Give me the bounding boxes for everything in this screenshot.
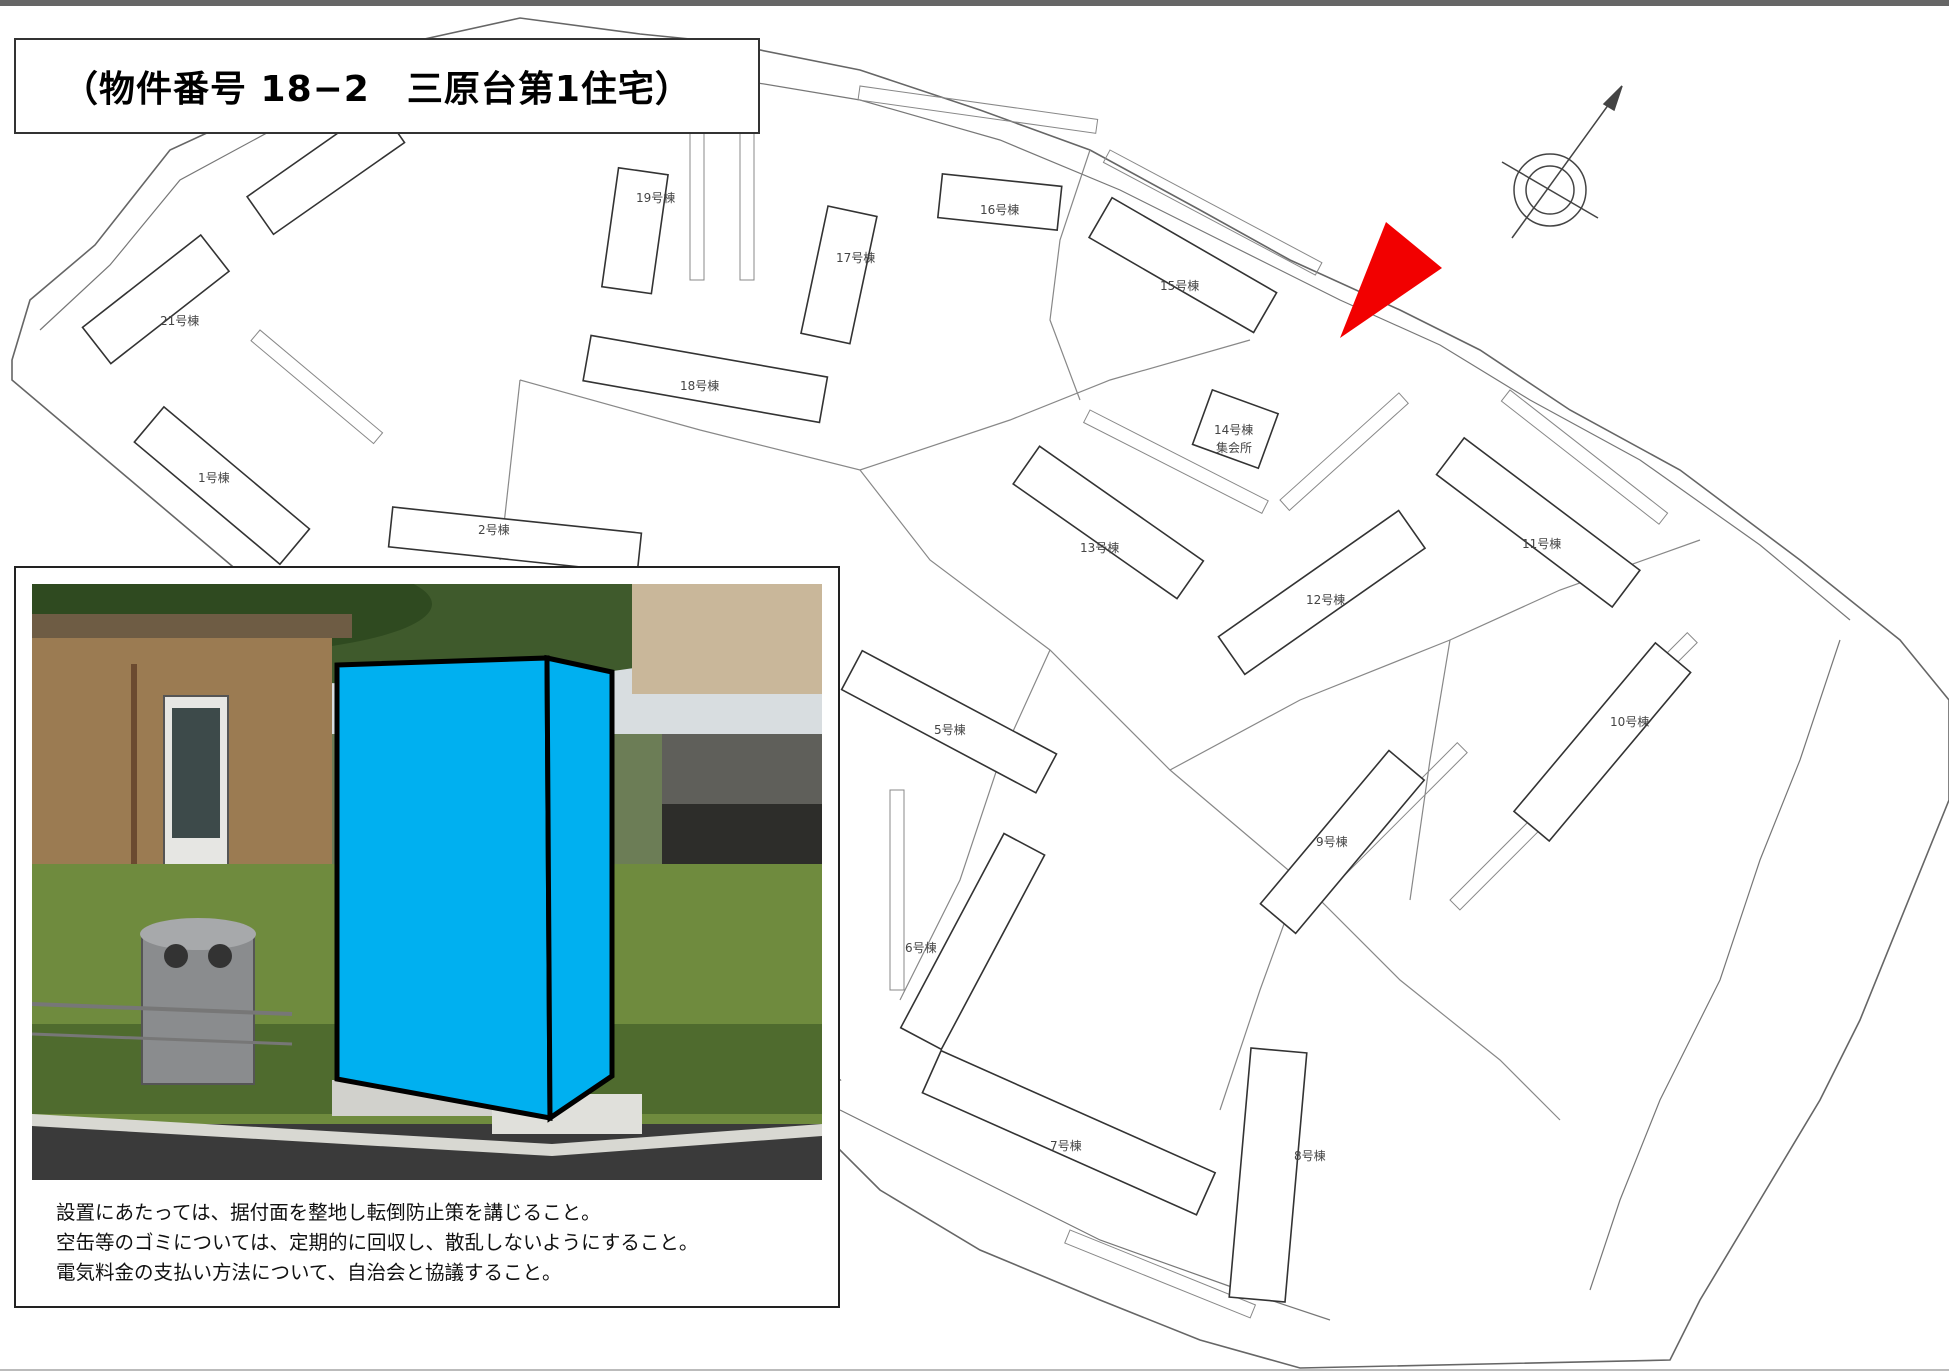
parking-8 xyxy=(739,129,755,281)
photo-card: 設置にあたっては、据付面を整地し転倒防止策を講じること。 空缶等のゴミについては… xyxy=(14,566,840,1308)
building-15 xyxy=(1087,196,1278,334)
note-line-3: 電気料金の支払い方法について、自治会と協議すること。 xyxy=(56,1261,562,1284)
road-d xyxy=(899,649,1051,1001)
parking-3 xyxy=(1500,389,1669,525)
parking-7 xyxy=(689,129,705,281)
east-road xyxy=(1589,639,1841,1291)
building-18 xyxy=(582,334,829,424)
label-b14-sub: 集会所 xyxy=(1216,440,1252,455)
building-10 xyxy=(1512,641,1692,843)
building-17 xyxy=(800,205,878,345)
road-f xyxy=(1409,639,1451,901)
parking-4 xyxy=(1082,409,1269,514)
label-b12: 12号棟 xyxy=(1306,592,1345,607)
label-b21: 21号棟 xyxy=(160,313,199,328)
building-16 xyxy=(936,172,1063,232)
road-i xyxy=(1299,879,1561,1121)
label-b17: 17号棟 xyxy=(836,250,875,265)
parking-2 xyxy=(1102,149,1323,276)
label-b8: 8号棟 xyxy=(1294,1148,1326,1163)
label-b15: 15号棟 xyxy=(1160,278,1199,293)
label-b6: 6号棟 xyxy=(905,940,937,955)
road-g xyxy=(1049,149,1091,401)
door-window xyxy=(172,708,220,838)
title-box: （物件番号 18−2 三原台第1住宅） xyxy=(14,38,760,134)
building-11 xyxy=(1435,436,1642,609)
bottom-rule xyxy=(0,1369,1949,1371)
building-13 xyxy=(1012,445,1205,600)
label-b13: 13号棟 xyxy=(1080,540,1119,555)
label-b18: 18号棟 xyxy=(680,378,719,393)
label-b10: 10号棟 xyxy=(1610,714,1649,729)
shed xyxy=(662,734,822,804)
page-title: （物件番号 18−2 三原台第1住宅） xyxy=(62,69,692,110)
site-boundary xyxy=(11,17,1949,1369)
parking-6 xyxy=(250,329,384,445)
building-6 xyxy=(899,832,1046,1051)
notes: 設置にあたっては、据付面を整地し転倒防止策を講じること。 空缶等のゴミについては… xyxy=(56,1198,836,1288)
label-b16: 16号棟 xyxy=(980,202,1019,217)
label-b9: 9号棟 xyxy=(1316,834,1348,849)
building-7 xyxy=(921,1049,1217,1216)
location-marker-icon xyxy=(1340,222,1442,338)
label-b7: 7号棟 xyxy=(1050,1138,1082,1153)
parking-13 xyxy=(1064,1229,1257,1319)
parking-5 xyxy=(1279,392,1409,512)
building-12 xyxy=(1217,509,1427,676)
north-arrow-icon xyxy=(1501,85,1623,239)
building-5 xyxy=(840,649,1058,794)
utility-roof xyxy=(32,614,352,638)
label-b5: 5号棟 xyxy=(934,722,966,737)
building-19 xyxy=(600,166,669,295)
vending-machine-front xyxy=(334,655,553,1122)
building-1 xyxy=(133,405,311,566)
curb-edge xyxy=(32,1114,822,1156)
note-line-2: 空缶等のゴミについては、定期的に回収し、散乱しないようにすること。 xyxy=(56,1231,699,1254)
outer-road xyxy=(39,51,1851,621)
building-8 xyxy=(1228,1047,1308,1303)
parking-1 xyxy=(857,85,1099,134)
building-14 xyxy=(1191,388,1280,470)
label-b19: 19号棟 xyxy=(636,190,675,205)
note-line-1: 設置にあたっては、据付面を整地し転倒防止策を講じること。 xyxy=(56,1201,601,1224)
label-b2: 2号棟 xyxy=(478,522,510,537)
building-9 xyxy=(1259,749,1426,935)
parking-9 xyxy=(889,789,905,991)
vending-machine-side xyxy=(544,654,615,1123)
road-a xyxy=(519,339,1251,471)
label-b1: 1号棟 xyxy=(198,470,230,485)
building-2 xyxy=(387,506,643,574)
label-b11: 11号棟 xyxy=(1522,536,1561,551)
shed-interior xyxy=(662,804,822,864)
apartment-bg xyxy=(632,584,822,694)
fence-rail-2 xyxy=(32,1032,293,1046)
top-rule xyxy=(0,0,1949,6)
fence-rail xyxy=(32,1002,293,1016)
trash-bin xyxy=(140,918,256,1085)
site-photo xyxy=(32,584,822,1180)
building-21 xyxy=(81,233,231,365)
label-b14: 14号棟 xyxy=(1214,422,1253,437)
